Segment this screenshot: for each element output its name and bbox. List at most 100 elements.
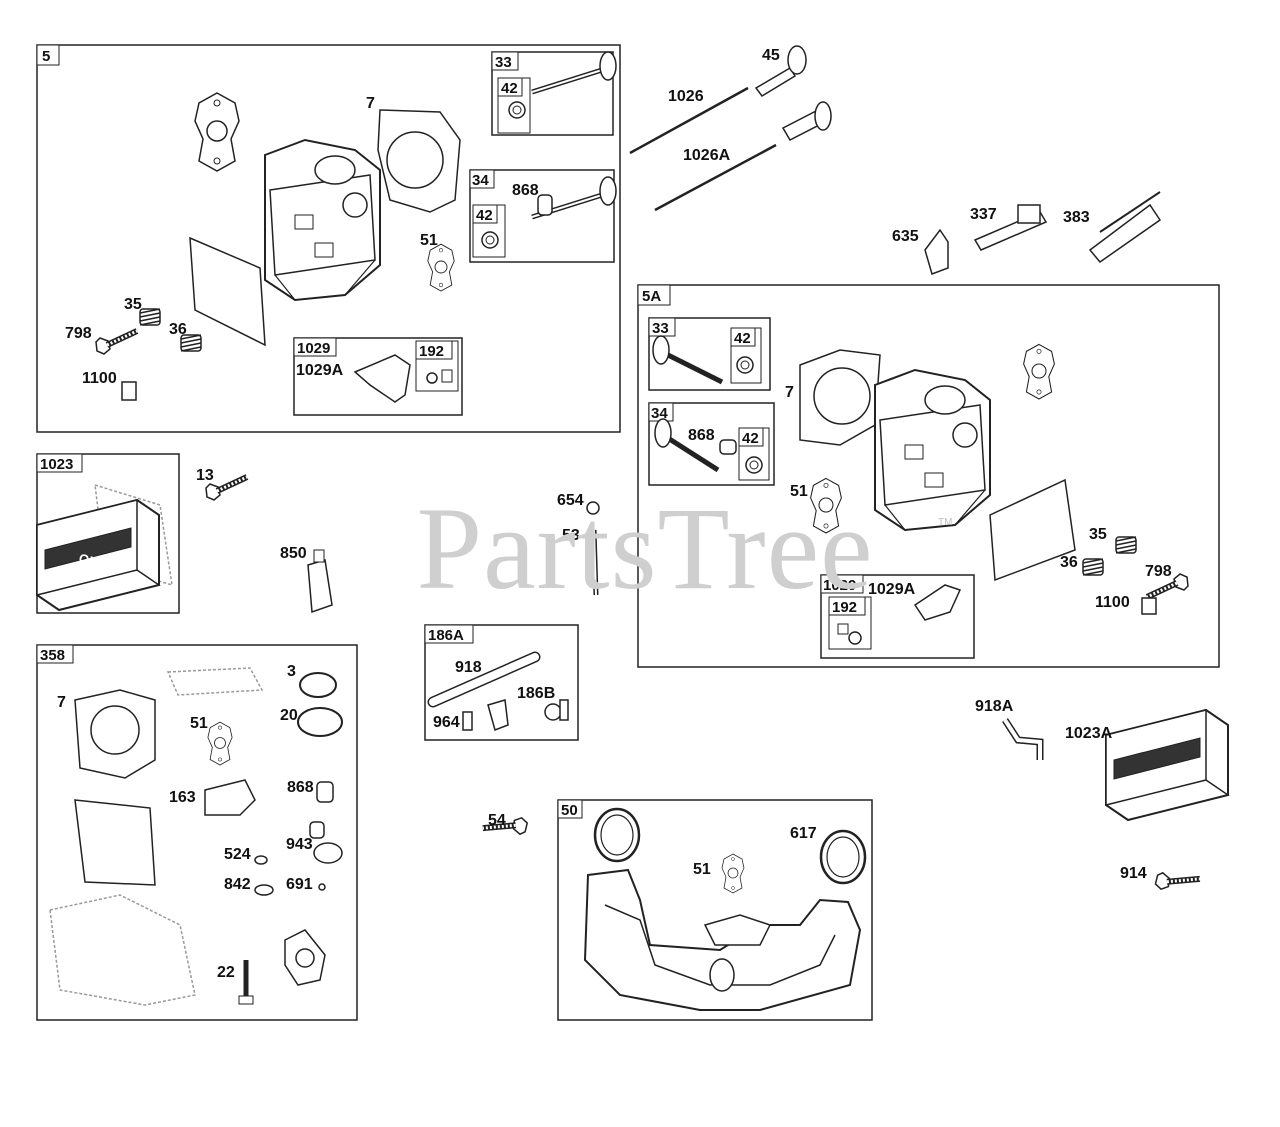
part-918: 918 [455, 659, 482, 676]
pushrod-icon [629, 86, 749, 155]
part-842: 842 [224, 876, 251, 893]
part-1026: 1026 [668, 88, 704, 105]
pushrods-area: 45 1026 1026A 635 337 383 [629, 45, 1162, 275]
nut-icon [426, 372, 438, 384]
part-798: 798 [1145, 563, 1172, 580]
o-ring-icon [254, 855, 268, 865]
part-964: 964 [433, 714, 460, 731]
group-1023: 1023 OHV 13 [36, 453, 247, 614]
cylinder-head-icon [264, 139, 381, 301]
intake-gasket-icon [207, 721, 233, 766]
group-186A-label: 186A [428, 627, 464, 644]
cover-gasket-icon [189, 236, 266, 347]
part-3: 3 [287, 663, 296, 680]
group-1023-label: 1023 [40, 456, 73, 473]
oil-seal-icon [297, 707, 343, 737]
part-53: 53 [562, 527, 580, 544]
part-617: 617 [790, 825, 817, 842]
clip-icon [1141, 597, 1157, 615]
group-5A-192-label: 192 [832, 599, 857, 616]
part-1029A: 1029A [296, 362, 344, 379]
group-5A: 5A 33 42 34 42 1029 192 [637, 284, 1220, 668]
part-13: 13 [196, 467, 214, 484]
adjuster-icon [441, 369, 453, 383]
group-5-192-label: 192 [419, 343, 444, 360]
part-1100: 1100 [1095, 594, 1130, 611]
part-635: 635 [892, 228, 919, 245]
intake-manifold-icon [583, 868, 862, 1011]
nut-icon [586, 501, 600, 515]
part-7: 7 [785, 384, 794, 401]
part-918A: 918A [975, 698, 1014, 715]
spark-plug-boot-icon [924, 228, 949, 275]
part-20: 20 [280, 707, 298, 724]
part-54: 54 [488, 812, 506, 829]
spring-icon [1115, 536, 1137, 554]
group-358: 358 7 3 20 51 163 868 524 943 842 691 22 [36, 644, 358, 1021]
sealant-tube-icon [307, 559, 333, 614]
valve-keeper-icon [736, 356, 754, 374]
gasket-icon [204, 779, 256, 816]
group-5-1029-label: 1029 [297, 340, 330, 357]
cover-gasket-icon [989, 478, 1076, 582]
gasket-icon [166, 667, 264, 696]
ohv-logo-icon: OHV [1169, 758, 1200, 780]
part-51: 51 [693, 861, 711, 878]
part-1100: 1100 [82, 370, 117, 387]
crankcase-gasket-icon [49, 894, 196, 1006]
part-35: 35 [1089, 526, 1107, 543]
valve-seal-icon [537, 194, 553, 216]
part-22: 22 [217, 964, 235, 981]
fitting-icon [487, 699, 509, 731]
trademark-mark: TM [938, 517, 953, 528]
part-850: 850 [280, 545, 307, 562]
nut-icon [848, 631, 862, 645]
part-868: 868 [512, 182, 539, 199]
valve-cover-icon [1105, 709, 1229, 821]
part-691: 691 [286, 876, 313, 893]
part-7: 7 [57, 694, 66, 711]
part-654: 654 [557, 492, 584, 509]
part-186B: 186B [517, 685, 555, 702]
intake-gasket-icon [427, 243, 455, 292]
o-ring-icon [318, 883, 326, 891]
group-5A-34-label: 34 [651, 405, 668, 422]
group-5-34-42-label: 42 [476, 207, 493, 224]
part-914: 914 [1120, 865, 1147, 882]
group-5-33-label: 33 [495, 54, 512, 71]
rocker-arm-icon [913, 584, 962, 621]
intake-gasket-icon [810, 477, 842, 534]
group-5-34-label: 34 [472, 172, 489, 189]
group-5-label: 5 [42, 48, 50, 65]
gasket-icon [194, 92, 240, 172]
valve-keeper-icon [745, 456, 763, 474]
breather-tube-icon [1088, 203, 1162, 264]
group-5: 5 33 42 34 42 1029 192 [36, 44, 621, 433]
part-163: 163 [169, 789, 196, 806]
valve-seal-icon [316, 781, 334, 803]
part-7: 7 [366, 95, 375, 112]
group-5-33-42-label: 42 [501, 80, 518, 97]
intake-gasket-icon [721, 853, 745, 894]
group-358-label: 358 [40, 647, 65, 664]
group-186A: 186A 918 186B 964 [424, 624, 579, 741]
spring-icon [1082, 558, 1104, 576]
valve-keeper-icon [508, 101, 526, 119]
part-35: 35 [124, 296, 142, 313]
group-5A-33-42-label: 42 [734, 330, 751, 347]
group-5A-1029-label: 1029 [823, 577, 856, 594]
pushrod-icon [654, 143, 777, 212]
part-51: 51 [790, 483, 808, 500]
valve-keeper-icon [481, 231, 499, 249]
part-868: 868 [287, 779, 314, 796]
part-51: 51 [190, 715, 208, 732]
part-1026A: 1026A [683, 147, 731, 164]
part-36: 36 [169, 321, 187, 338]
part-337: 337 [970, 206, 997, 223]
clip-icon [121, 381, 137, 401]
group-5A-label: 5A [642, 288, 661, 305]
part-383: 383 [1063, 209, 1090, 226]
ohv-logo-icon: OHV [77, 550, 108, 572]
filter-icon [462, 711, 473, 731]
